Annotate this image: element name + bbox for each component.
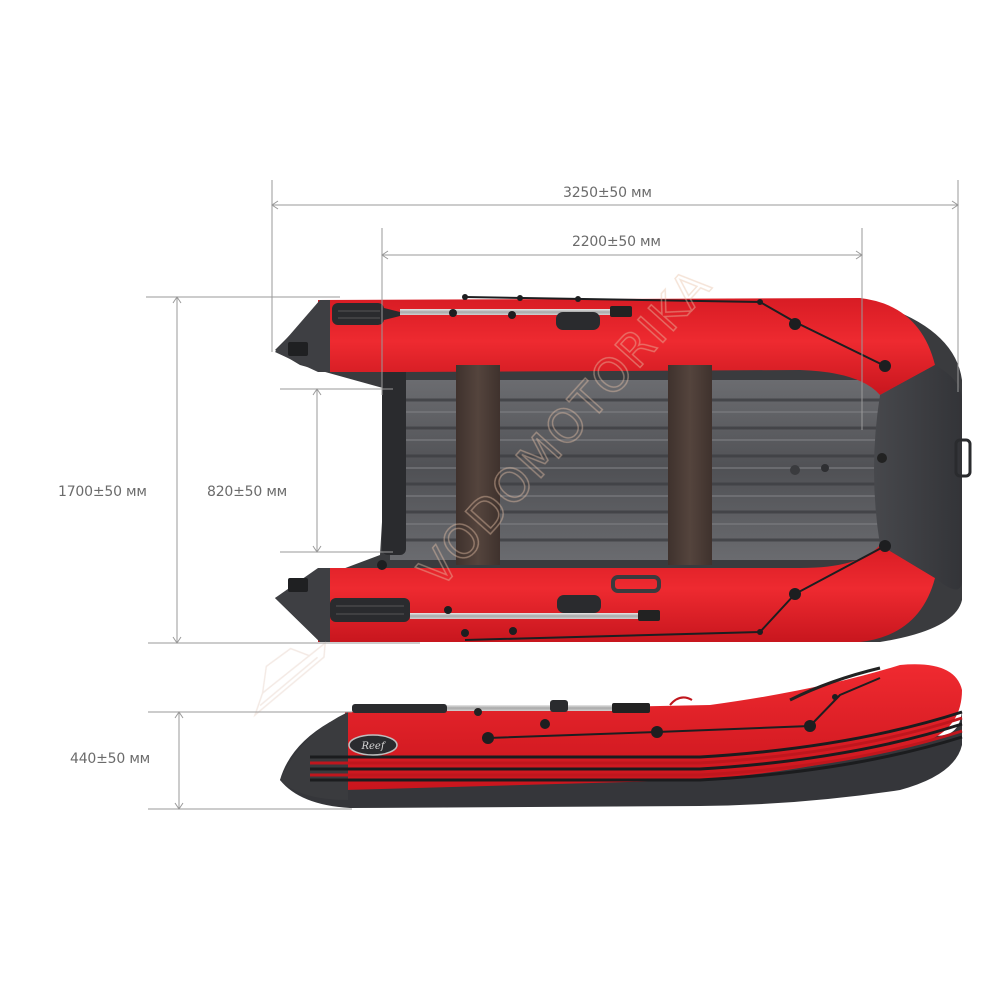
- floor-valve: [790, 465, 800, 475]
- inner-width-label: 820±50 мм: [207, 484, 288, 500]
- upper-oarlock: [556, 312, 600, 330]
- upper-cone-handle: [288, 342, 308, 356]
- rub-strakes: [310, 710, 963, 782]
- watermark-boat-icon: [253, 641, 327, 718]
- seat-rear: [456, 365, 500, 565]
- side-view: Reef: [280, 664, 963, 808]
- lower-oar: [330, 598, 660, 622]
- carry-handle: [611, 575, 661, 593]
- dimension-lines: [146, 180, 959, 810]
- svg-text:Reef: Reef: [360, 741, 386, 752]
- lower-bow-cone: [275, 568, 330, 642]
- bow-dark-section: [874, 365, 962, 590]
- upper-bow-cone: [275, 300, 330, 372]
- side-height-label: 440±50 мм: [70, 751, 151, 767]
- top-view: [275, 294, 972, 642]
- overall-width-label: 1700±50 мм: [58, 484, 147, 500]
- floor-valve-2: [821, 464, 829, 472]
- upper-rope: [464, 296, 886, 367]
- lower-rope: [464, 545, 886, 641]
- overall-length-label: 3250±50 мм: [563, 185, 652, 201]
- reef-logo: Reef: [348, 734, 398, 756]
- lower-oarlock: [557, 595, 601, 613]
- lower-d-rings: [377, 540, 891, 637]
- side-bow-rail: [789, 666, 881, 702]
- transom: [382, 365, 406, 555]
- valve: [877, 453, 887, 463]
- inner-length-label: 2200±50 мм: [572, 234, 661, 250]
- seat-front: [668, 365, 712, 565]
- upper-d-rings: [449, 294, 891, 372]
- side-d-rings: [482, 694, 838, 744]
- bow-handle: [954, 438, 972, 478]
- side-oar: [352, 696, 693, 716]
- lower-cone-handle: [288, 578, 308, 592]
